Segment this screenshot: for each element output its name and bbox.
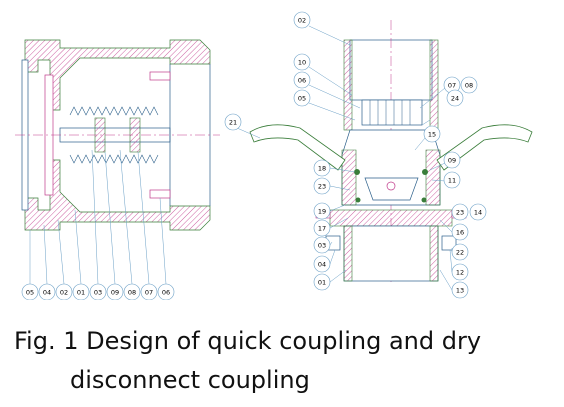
left-callout-5-label: 09 (111, 288, 119, 296)
right-right-callout-6-label: 12 (456, 268, 464, 276)
quick-coupling-drawing (15, 39, 220, 285)
right-right-callout-5-label: 22 (456, 248, 464, 256)
right-right-callout-0-label: 09 (448, 156, 456, 164)
right-right-callout-1-label: 11 (448, 176, 456, 184)
left-callout-bubbles: 05 04 02 01 03 09 08 07 06 (21, 283, 175, 300)
right-top-callout-8-bubble (224, 113, 242, 131)
right-top-callout-3-label: 05 (298, 94, 306, 102)
right-top-callout-5-label: 08 (465, 81, 473, 89)
right-callout-bubbles: 02 10 06 05 07 08 24 15 21 18 23 19 17 03 04 01 09 11 23 14… (224, 11, 487, 299)
right-left-callout-4-bubble (313, 236, 331, 254)
right-left-callout-5-bubble (313, 255, 331, 273)
right-top-callout-1-bubble (293, 53, 311, 71)
right-top-callout-6-label: 24 (451, 94, 459, 102)
right-top-callout-2-label: 06 (298, 76, 306, 84)
right-right-callout-3-bubble (469, 203, 487, 221)
right-right-callout-4-bubble (451, 223, 469, 241)
right-left-callout-6-bubble (313, 273, 331, 291)
right-left-callout-1-label: 23 (318, 182, 326, 190)
left-callout-2-bubble (55, 283, 73, 300)
right-left-callout-4-label: 03 (318, 241, 326, 249)
right-right-callout-1-bubble (443, 171, 461, 189)
right-right-callout-2-label: 23 (456, 208, 464, 216)
left-callout-3-bubble (72, 283, 90, 300)
left-callout-1-bubble (38, 283, 56, 300)
right-top-callout-4-label: 07 (448, 81, 456, 89)
left-callout-2-label: 02 (60, 288, 68, 296)
left-callout-6-bubble (123, 283, 141, 300)
right-top-callout-3-bubble (293, 89, 311, 107)
right-left-callout-3-bubble (313, 219, 331, 237)
left-callout-4-label: 03 (94, 288, 102, 296)
right-right-callout-6-bubble (451, 263, 469, 281)
right-right-callout-7-label: 13 (456, 286, 464, 294)
left-callout-5-bubble (106, 283, 124, 300)
right-top-callout-1-label: 10 (298, 58, 306, 66)
right-left-callout-2-label: 19 (318, 207, 326, 215)
right-right-callout-4-label: 16 (456, 228, 464, 236)
right-top-callout-7-label: 15 (428, 130, 436, 138)
technical-drawing: 05 04 02 01 03 09 08 07 06 (15, 11, 533, 300)
figure-caption-line2: disconnect coupling (70, 366, 310, 394)
right-left-callout-2-bubble (313, 202, 331, 220)
right-left-callout-6-label: 01 (318, 278, 326, 286)
right-right-callout-7-bubble (451, 281, 469, 299)
left-callout-3-label: 01 (77, 288, 85, 296)
right-top-callout-2-bubble (293, 71, 311, 89)
left-callout-7-bubble (140, 283, 158, 300)
figure-caption-line1: Fig. 1 Design of quick coupling and dry (14, 327, 482, 355)
left-callout-8-bubble (157, 283, 175, 300)
left-callout-8-label: 06 (162, 288, 170, 296)
left-callout-4-bubble (89, 283, 107, 300)
right-left-callout-1-bubble (313, 177, 331, 195)
right-left-callout-3-label: 17 (318, 224, 326, 232)
right-top-callout-8-label: 21 (229, 118, 237, 126)
right-right-callout-0-bubble (443, 151, 461, 169)
left-callout-1-label: 04 (43, 288, 51, 296)
right-top-callout-0-bubble (293, 11, 311, 29)
dry-disconnect-coupling-drawing (236, 20, 533, 291)
left-callout-0-bubble (21, 283, 39, 300)
right-left-callout-0-label: 18 (318, 164, 326, 172)
left-callout-7-label: 07 (145, 288, 153, 296)
left-callout-6-label: 08 (128, 288, 136, 296)
right-left-callout-5-label: 04 (318, 260, 326, 268)
right-top-callout-7-bubble (423, 125, 441, 143)
right-top-callout-0-label: 02 (298, 16, 306, 24)
left-callout-0-label: 05 (26, 288, 34, 296)
right-left-callout-0-bubble (313, 159, 331, 177)
right-top-callout-5-bubble (460, 76, 478, 94)
right-right-callout-5-bubble (451, 243, 469, 261)
right-right-callout-2-bubble (451, 203, 469, 221)
right-top-callout-6-bubble (446, 89, 464, 107)
right-right-callout-3-label: 14 (474, 208, 482, 216)
